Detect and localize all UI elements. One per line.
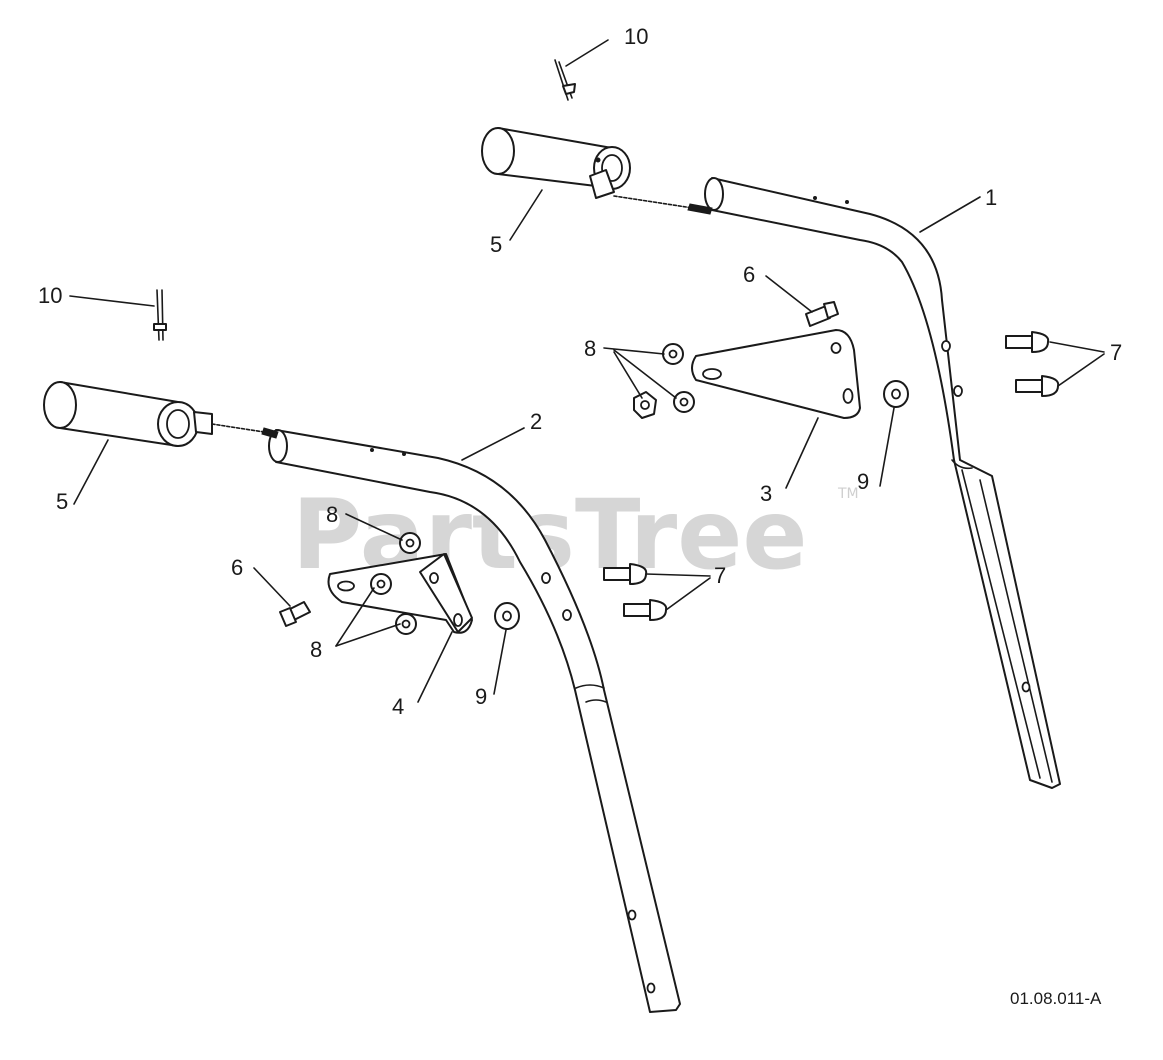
washer-right-top[interactable]: [662, 343, 684, 365]
grip-left[interactable]: [43, 381, 279, 447]
bolt-left-7a[interactable]: [603, 563, 648, 585]
grip-right[interactable]: [481, 127, 713, 215]
callout-labels: 1 2 3 4 5 5 6 6 7 7 8 8 8 9 9 10 10: [38, 24, 1122, 719]
callout-7-top: 7: [1110, 340, 1122, 365]
callout-3: 3: [760, 481, 772, 506]
washer-right-9[interactable]: [883, 380, 909, 408]
callout-2: 2: [530, 409, 542, 434]
bracket-left[interactable]: [327, 553, 473, 634]
pin-left[interactable]: [153, 289, 167, 341]
bolt-left-6[interactable]: [279, 601, 311, 627]
bolt-right-7a[interactable]: [1005, 331, 1050, 353]
callout-6-top: 6: [743, 262, 755, 287]
watermark-tm: TM: [837, 486, 859, 502]
callout-8-mid: 8: [326, 502, 338, 527]
pin-top[interactable]: [554, 59, 576, 101]
callout-7-mid: 7: [714, 563, 726, 588]
nut-right[interactable]: [633, 391, 657, 419]
bolt-right-7b[interactable]: [1015, 375, 1060, 397]
washer-right-mid[interactable]: [673, 391, 695, 413]
callout-9-right: 9: [857, 469, 869, 494]
bolt-left-7b[interactable]: [623, 599, 668, 621]
washer-left-low[interactable]: [395, 613, 417, 635]
callout-1: 1: [985, 185, 997, 210]
callout-5-top: 5: [490, 232, 502, 257]
leader-lines: [69, 39, 1105, 703]
upper-handle-left[interactable]: [268, 429, 681, 1013]
callout-10-left: 10: [38, 283, 62, 308]
callout-8-low: 8: [310, 637, 322, 662]
washer-left-9[interactable]: [494, 602, 520, 630]
bolt-right-6[interactable]: [805, 301, 839, 327]
callout-4: 4: [392, 694, 404, 719]
callout-10-top: 10: [624, 24, 648, 49]
bracket-right[interactable]: [691, 329, 861, 419]
washer-left-mid[interactable]: [370, 573, 392, 595]
callout-6-left: 6: [231, 555, 243, 580]
upper-handle-right[interactable]: [704, 177, 1061, 789]
washer-left-top[interactable]: [399, 532, 421, 554]
drawing-code: 01.08.011-A: [1010, 989, 1102, 1008]
callout-5-left: 5: [56, 489, 68, 514]
callout-9-left: 9: [475, 684, 487, 709]
callout-8-top: 8: [584, 336, 596, 361]
